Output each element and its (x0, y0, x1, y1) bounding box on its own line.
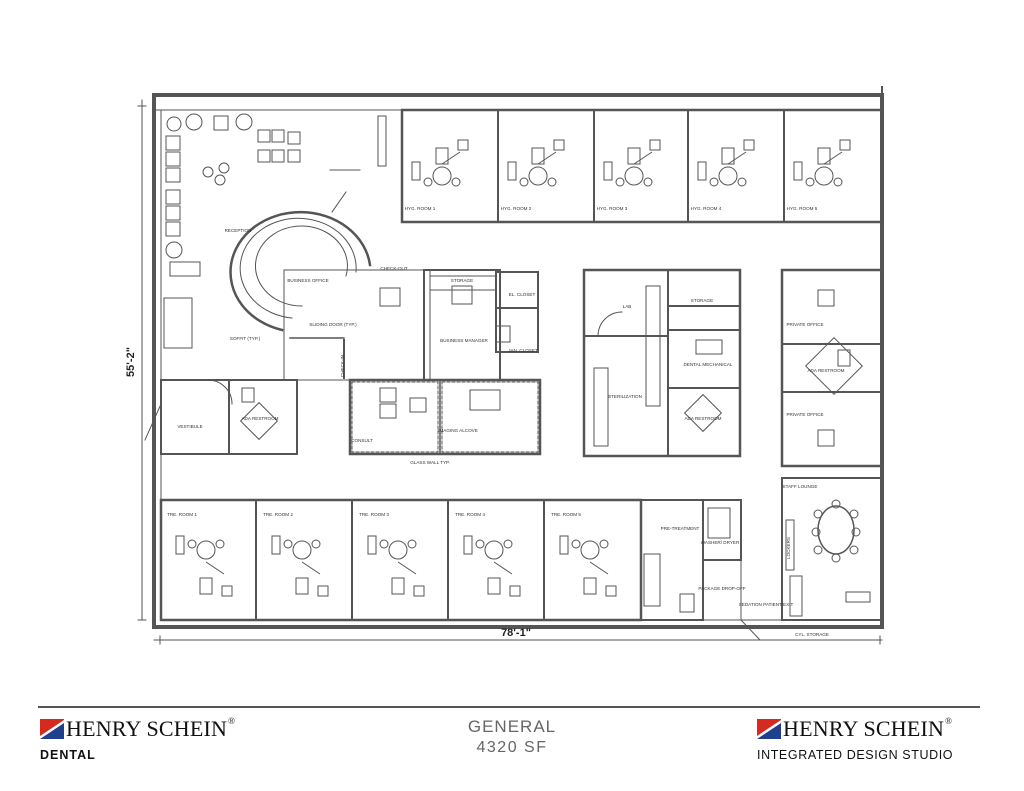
label-storage-mid: STORAGE (691, 298, 713, 303)
ada-restroom-left (228, 379, 298, 455)
label-imaging-alcove: IMAGING ALCOVE (438, 428, 478, 433)
vestibule (160, 379, 230, 455)
henry-schein-ids-logo: HENRY SCHEIN® INTEGRATED DESIGN STUDIO (757, 716, 953, 762)
label-package-drop-off: PACKAGE DROP-OFF (698, 586, 745, 591)
footer-divider (38, 706, 980, 708)
label-soffit: SOFFIT (TYP.) (230, 336, 261, 341)
label-hyg-room: HYG. ROOM 3 (597, 206, 628, 211)
label-glass-wall: GLASS WALL TYP. (410, 460, 450, 465)
left-brand-name: HENRY SCHEIN® (66, 716, 236, 741)
label-sliding-door: SLIDING DOOR (TYP.) (309, 322, 357, 327)
label-sedation-patient-exit: SEDATION PATIENT EXIT (739, 602, 794, 607)
dental-chair-icon (793, 139, 851, 187)
dental-chair-icon (271, 535, 329, 597)
exterior-wall (152, 93, 884, 629)
plan-title-block: GENERAL 4320 SF (412, 717, 612, 757)
label-hyg-room: HYG. ROOM 5 (787, 206, 818, 211)
dental-chair-icon (697, 139, 755, 187)
label-washer-dryer: WASHER/ DRYER (701, 540, 740, 545)
label-consult: CONSULT (351, 438, 373, 443)
business-office-area (283, 269, 431, 381)
waiting-chairs (163, 113, 387, 349)
lab-sterilization-block (582, 268, 742, 458)
label-tre-room: TRE. ROOM 5 (551, 512, 581, 517)
henry-schein-dental-logo: HENRY SCHEIN® DENTAL (40, 716, 235, 762)
tre-chair-group (175, 535, 617, 597)
dental-chair-icon (463, 535, 521, 597)
brand-mark-icon (757, 719, 781, 739)
label-reception: RECEPTION (225, 228, 252, 233)
left-brand-sub: DENTAL (40, 748, 96, 762)
label-ada-restroom-right: ADA RESTROOM (807, 368, 844, 373)
label-tre-room: TRE. ROOM 4 (455, 512, 485, 517)
label-dental-mechanical: DENTAL MECHANICAL (683, 362, 732, 367)
label-hyg-room: HYG. ROOM 1 (405, 206, 436, 211)
dimension-width: 78'-1" (501, 627, 531, 639)
plan-area: 4320 SF (476, 739, 548, 756)
label-ada-restroom-left: ADA RESTROOM (241, 416, 278, 421)
label-ada-restroom-mid: ADA RESTROOM (684, 416, 721, 421)
label-vestibule: VESTIBULE (177, 424, 202, 429)
label-check-in: CHECK-IN (340, 355, 345, 377)
label-hyg-room: HYG. ROOM 4 (691, 206, 722, 211)
right-brand-name: HENRY SCHEIN® (783, 716, 953, 741)
right-brand-sub: INTEGRATED DESIGN STUDIO (757, 748, 954, 762)
label-tre-room: TRE. ROOM 2 (263, 512, 293, 517)
private-offices (780, 268, 884, 468)
label-lab: LAB (623, 304, 632, 309)
brand-mark-icon (40, 719, 64, 739)
label-sterilization: STERILIZATION (608, 394, 642, 399)
label-el-closet: EL. CLOSET (509, 292, 536, 297)
label-jan-closet: JAN. CLOSET (508, 348, 538, 353)
label-staff-lounge: STAFF LOUNGE (783, 484, 818, 489)
dental-chair-icon (559, 535, 617, 597)
label-tre-room: TRE. ROOM 3 (359, 512, 389, 517)
floor-plan: RECEPTION BUSINESS OFFICE CHECK-OUT SLID… (125, 86, 884, 645)
dental-chair-icon (367, 535, 425, 597)
dimension-height: 55'-2" (125, 347, 137, 377)
hyg-row (400, 108, 884, 224)
treatment-row (159, 498, 643, 622)
dental-chair-icon (603, 139, 661, 187)
dental-chair-icon (411, 139, 469, 187)
label-business-office: BUSINESS OFFICE (287, 278, 328, 283)
label-cyl-storage: CYL. STORAGE (795, 632, 829, 637)
label-private-office-2: PRIVATE OFFICE (786, 412, 823, 417)
label-pre-treatment: PRE-TREATMENT (661, 526, 700, 531)
label-hyg-room: HYG. ROOM 2 (501, 206, 532, 211)
label-tre-room: TRE. ROOM 1 (167, 512, 197, 517)
label-lockers: LOCKERS (786, 537, 791, 559)
plan-title: GENERAL (467, 717, 557, 736)
label-private-office-1: PRIVATE OFFICE (786, 322, 823, 327)
dental-chair-icon (175, 535, 233, 597)
reception-counter (229, 210, 372, 332)
dental-chair-icon (507, 139, 565, 187)
label-check-out: CHECK-OUT (380, 266, 408, 271)
hyg-chair-group (411, 139, 851, 187)
label-business-manager: BUSINESS MANAGER (440, 338, 488, 343)
label-storage-front: STORAGE (451, 278, 473, 283)
staff-lounge (781, 477, 883, 621)
